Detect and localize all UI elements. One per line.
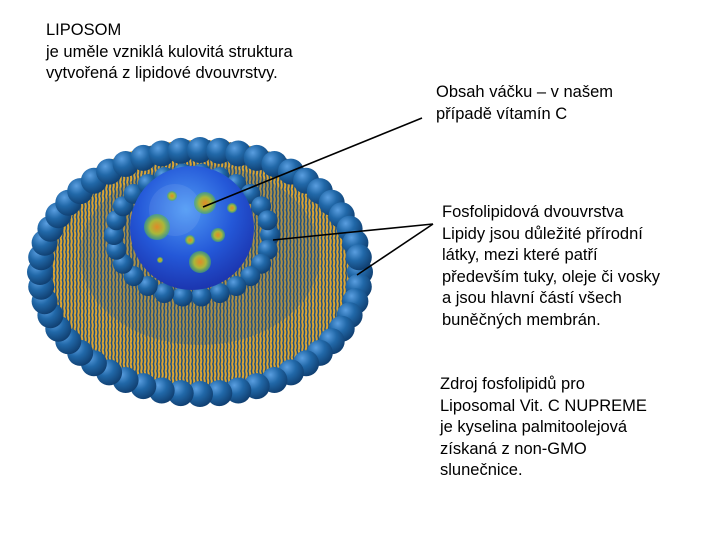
title-block: LIPOSOM je uměle vzniklá kulovitá strukt… bbox=[46, 20, 293, 85]
label-line: buněčných membrán. bbox=[442, 310, 601, 329]
label-line: je kyselina palmitoolejová bbox=[440, 418, 628, 436]
label-line: Liposomal Vit. C NUPREME bbox=[440, 396, 647, 415]
vesicle-core bbox=[130, 166, 254, 290]
definition-line-1: je uměle vzniklá kulovitá struktura bbox=[46, 42, 293, 61]
leader-line-inner-layer bbox=[272, 223, 434, 241]
label-line: Obsah váčku – v našem bbox=[436, 83, 614, 101]
label-line: získaná z non-GMO bbox=[440, 439, 587, 458]
label-line: případě vítamín C bbox=[436, 104, 568, 123]
label-phospholipid-bilayer: Fosfolipidová dvouvrstva Lipidy jsou důl… bbox=[442, 202, 660, 331]
label-line: slunečnice. bbox=[440, 461, 523, 479]
outer-head-groups bbox=[27, 137, 373, 407]
label-phospholipid-source: Zdroj fosfolipidů pro Liposomal Vit. C N… bbox=[440, 374, 647, 482]
leader-line-outer-layer bbox=[356, 223, 434, 276]
leader-line-content bbox=[202, 117, 423, 208]
label-line: především tuky, oleje či vosky bbox=[442, 267, 660, 286]
label-line: látky, mezi které patří bbox=[442, 246, 598, 264]
label-line: Fosfolipidová dvouvrstva bbox=[442, 203, 624, 221]
leader-lines bbox=[202, 117, 434, 276]
label-vesicle-content: Obsah váčku – v našem případě vítamín C bbox=[436, 82, 613, 125]
label-line: a jsou hlavní částí všech bbox=[442, 289, 622, 307]
vitamin-c-droplets bbox=[144, 191, 237, 273]
definition-line-2: vytvořená z lipidové dvouvrstvy. bbox=[46, 64, 278, 82]
title: LIPOSOM bbox=[46, 21, 122, 39]
label-line: Lipidy jsou důležité přírodní bbox=[442, 224, 643, 243]
label-line: Zdroj fosfolipidů pro bbox=[440, 375, 585, 393]
